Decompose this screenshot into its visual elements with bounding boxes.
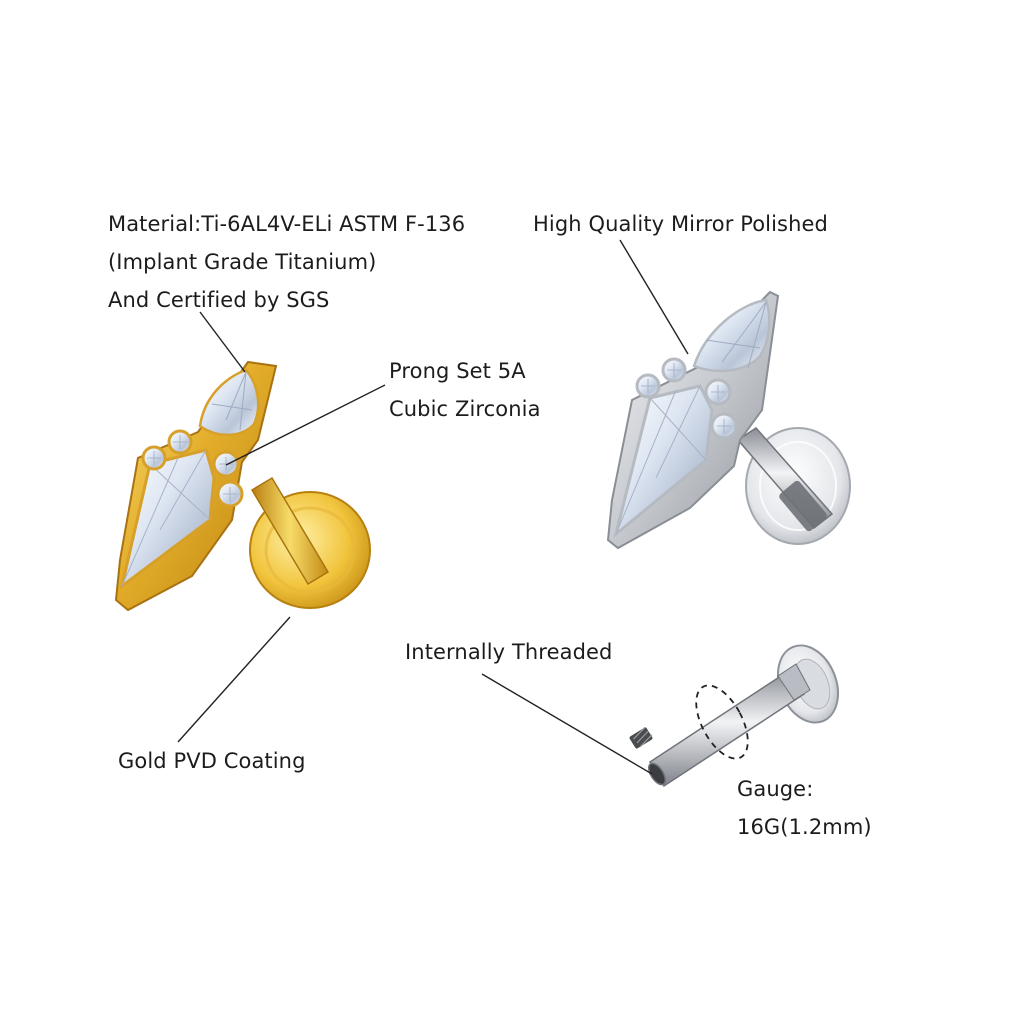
- prong-line-2: Cubic Zirconia: [389, 397, 541, 421]
- gold-pvd-annotation: Gold PVD Coating: [118, 742, 306, 780]
- material-line-3: And Certified by SGS: [108, 288, 330, 312]
- gold-labret-stud-icon: [114, 360, 371, 612]
- material-annotation: Material:Ti-6AL4V-ELi ASTM F-136 (Implan…: [108, 205, 465, 319]
- internally-threaded-annotation: Internally Threaded: [405, 633, 612, 671]
- leader-line-prong: [225, 384, 386, 466]
- thread-line-1: Internally Threaded: [405, 640, 613, 664]
- gold-line-1: Gold PVD Coating: [118, 749, 306, 773]
- prong-line-1: Prong Set 5A: [389, 359, 526, 383]
- material-line-2: (Implant Grade Titanium): [108, 250, 377, 274]
- leader-line-material: [199, 311, 246, 373]
- mirror-line-1: High Quality Mirror Polished: [533, 212, 828, 236]
- gauge-line-1: Gauge:: [737, 777, 814, 801]
- silver-labret-stud-icon: [606, 290, 851, 550]
- leader-line-gold: [177, 616, 291, 743]
- leader-line-mirror: [619, 239, 689, 355]
- gauge-annotation: Gauge: 16G(1.2mm): [737, 770, 872, 846]
- labret-post-icon: [648, 644, 839, 788]
- material-line-1: Material:Ti-6AL4V-ELi ASTM F-136: [108, 212, 466, 236]
- leader-lines: [177, 239, 689, 775]
- set-screw-icon: [629, 726, 653, 749]
- gauge-line-2: 16G(1.2mm): [737, 815, 872, 839]
- prong-set-annotation: Prong Set 5A Cubic Zirconia: [389, 352, 541, 428]
- leader-line-thread: [481, 673, 653, 775]
- mirror-polished-annotation: High Quality Mirror Polished: [533, 205, 828, 243]
